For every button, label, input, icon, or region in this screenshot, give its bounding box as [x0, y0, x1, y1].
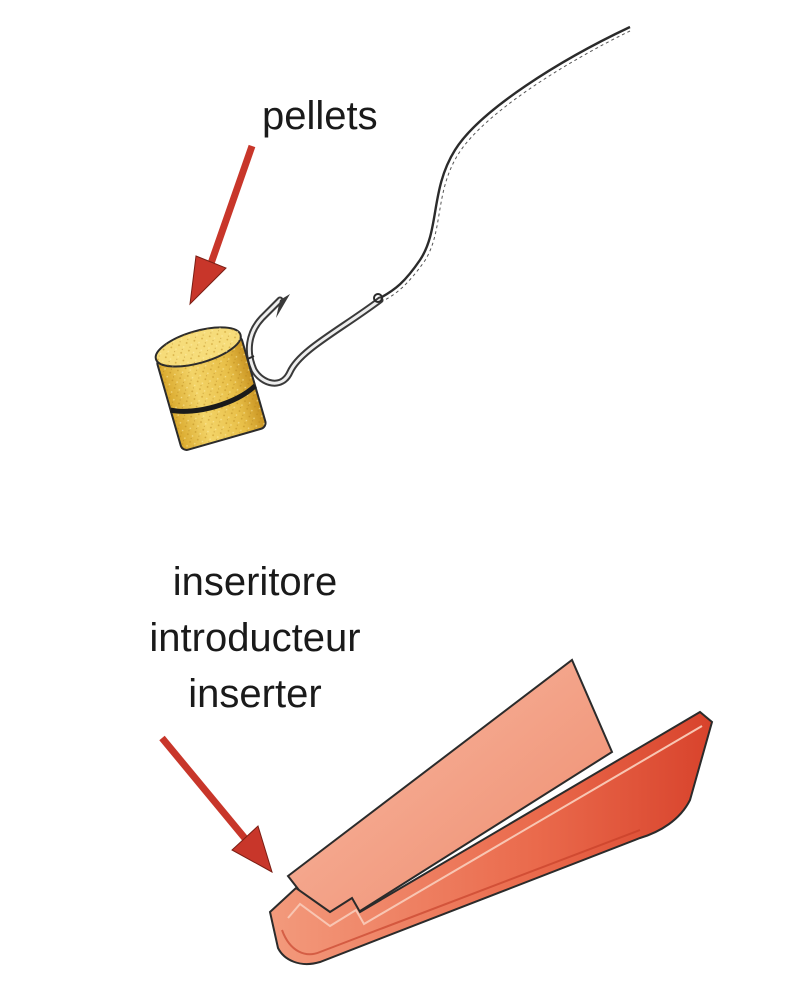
pellets-arrow-head — [189, 255, 227, 306]
inserter-label-group: inseritore introducteur inserter — [120, 554, 390, 722]
fishing-hook-icon — [245, 293, 384, 387]
inserter-arrow-head — [231, 825, 273, 874]
pellet-icon — [154, 326, 269, 459]
fishing-line — [379, 25, 631, 300]
inserter-arrow — [159, 735, 251, 845]
inserter-label-italian: inseritore — [172, 560, 338, 604]
pellets-arrow — [204, 144, 256, 274]
inserter-label-french: introducteur — [149, 616, 361, 660]
fishing-line-twist — [382, 30, 631, 302]
pellets-label: pellets — [262, 94, 378, 138]
inserter-tool-icon — [268, 658, 714, 966]
inserter-label-english: inserter — [188, 672, 322, 716]
